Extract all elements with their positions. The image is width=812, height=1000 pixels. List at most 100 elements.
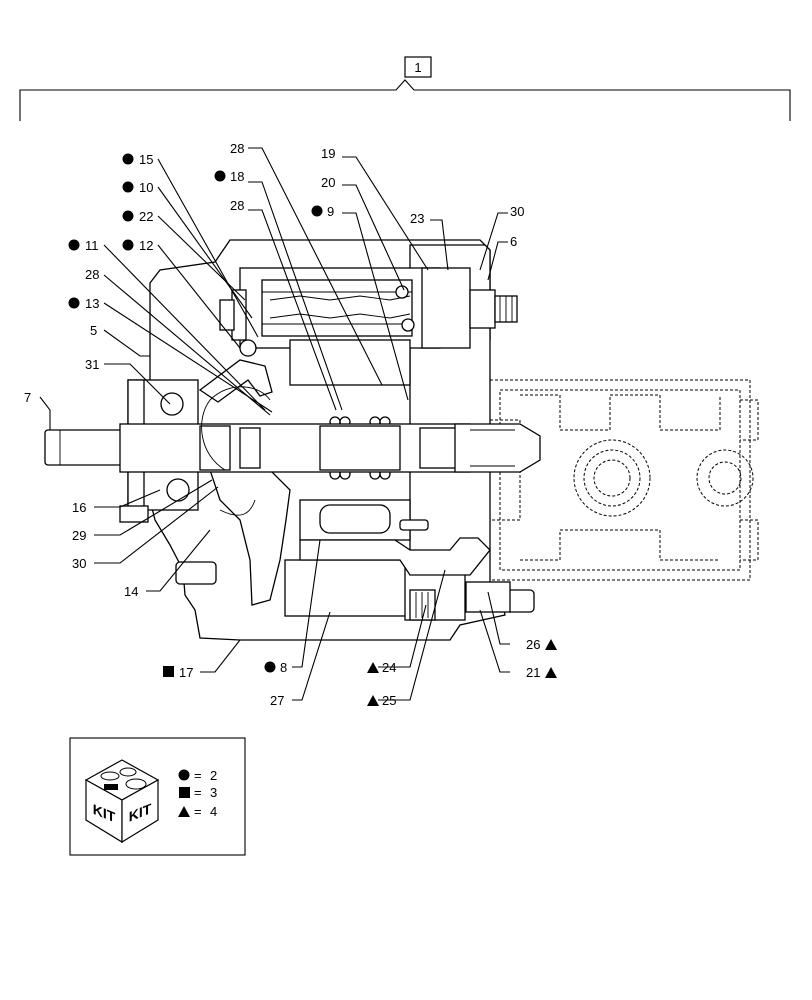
callout-12: 12 xyxy=(122,238,153,253)
square-marker-icon xyxy=(163,666,174,677)
callout-13: 13 xyxy=(68,296,99,311)
callout-text: 24 xyxy=(382,660,396,675)
callout-25: 25 xyxy=(367,693,396,708)
kit-legend-row-triangle: = 4 xyxy=(178,804,217,819)
callout-text: 29 xyxy=(72,528,86,543)
triangle-marker-icon xyxy=(367,695,379,706)
callout-27: 27 xyxy=(270,693,284,708)
callout-text: 20 xyxy=(321,175,335,190)
triangle-marker-icon xyxy=(178,806,190,817)
callout-19: 19 xyxy=(321,146,335,161)
triangle-marker-icon xyxy=(545,667,557,678)
callout-18: 18 xyxy=(214,169,244,184)
callout-text: 15 xyxy=(139,152,153,167)
legend-value: 2 xyxy=(210,768,217,783)
callout-text: 26 xyxy=(526,637,540,652)
leader-lines xyxy=(39,147,510,701)
callout-30-right: 30 xyxy=(510,204,524,219)
callout-text: 31 xyxy=(85,357,99,372)
callout-text: 11 xyxy=(85,238,99,253)
callout-21: 21 xyxy=(526,665,557,680)
callout-30-left: 30 xyxy=(72,556,86,571)
pump-drawing xyxy=(44,239,759,641)
callout-9: 9 xyxy=(311,204,334,219)
callout-text: 10 xyxy=(139,180,153,195)
legend-equals: = xyxy=(194,785,202,800)
callout-text: 27 xyxy=(270,693,284,708)
circle-marker-icon xyxy=(68,239,80,251)
callout-text: 22 xyxy=(139,209,153,224)
callout-26: 26 xyxy=(526,637,557,652)
legend-value: 4 xyxy=(210,804,217,819)
o-ring xyxy=(201,386,271,471)
callout-text: 28 xyxy=(230,141,244,156)
callout-text: 9 xyxy=(327,204,334,219)
callout-22: 22 xyxy=(122,209,153,224)
triangle-marker-icon xyxy=(367,662,379,673)
assembly-bracket: 1 xyxy=(19,56,791,121)
charge-pump xyxy=(175,537,535,621)
mounted-pump-outline xyxy=(450,379,759,581)
circle-marker-icon xyxy=(178,769,190,781)
circle-marker-icon xyxy=(122,153,134,165)
callout-text: 25 xyxy=(382,693,396,708)
callout-29: 29 xyxy=(72,528,86,543)
callout-text: 23 xyxy=(410,211,424,226)
triangle-marker-icon xyxy=(545,639,557,650)
circle-marker-icon xyxy=(122,181,134,193)
circle-marker-icon xyxy=(122,239,134,251)
callout-20: 20 xyxy=(321,175,335,190)
callout-text: 28 xyxy=(85,267,99,282)
square-marker-icon xyxy=(179,787,190,798)
callout-text: 19 xyxy=(321,146,335,161)
callout-15: 15 xyxy=(122,152,153,167)
legend-value: 3 xyxy=(210,785,217,800)
callout-23: 23 xyxy=(410,211,424,226)
callout-text: 28 xyxy=(230,198,244,213)
kit-legend-row-circle: = 2 xyxy=(178,768,217,783)
callout-31: 31 xyxy=(85,357,99,372)
callout-28-mid: 28 xyxy=(230,198,244,213)
callout-text: 13 xyxy=(85,296,99,311)
callout-16: 16 xyxy=(72,500,86,515)
callout-text: 5 xyxy=(90,323,97,338)
kit-legend: KIT KIT = 2 = 3 = 4 xyxy=(69,737,246,856)
cylinder-block xyxy=(289,339,429,541)
callout-text: 30 xyxy=(510,204,524,219)
callout-11: 11 xyxy=(68,238,99,253)
callout-17: 17 xyxy=(163,665,193,680)
callout-text: 18 xyxy=(230,169,244,184)
legend-equals: = xyxy=(194,768,202,783)
callout-5: 5 xyxy=(90,323,97,338)
callout-text: 12 xyxy=(139,238,153,253)
callout-8: 8 xyxy=(264,660,287,675)
callout-labels: 15 10 22 11 12 28 13 5 31 xyxy=(24,141,557,708)
callout-28-top: 28 xyxy=(230,141,244,156)
callout-7: 7 xyxy=(24,390,31,405)
callout-28-left: 28 xyxy=(85,267,99,282)
callout-text: 21 xyxy=(526,665,540,680)
legend-equals: = xyxy=(194,804,202,819)
circle-marker-icon xyxy=(68,297,80,309)
assembly-label-box xyxy=(404,56,432,78)
callout-text: 7 xyxy=(24,390,31,405)
callout-14: 14 xyxy=(124,584,138,599)
callout-text: 6 xyxy=(510,234,517,249)
circle-marker-icon xyxy=(264,661,276,673)
callout-text: 8 xyxy=(280,660,287,675)
callout-text: 14 xyxy=(124,584,138,599)
circle-marker-icon xyxy=(122,210,134,222)
kit-box-icon: KIT KIT xyxy=(84,759,160,844)
circle-marker-icon xyxy=(214,170,226,182)
callout-24: 24 xyxy=(367,660,396,675)
drive-shaft xyxy=(44,423,541,473)
callout-text: 17 xyxy=(179,665,193,680)
kit-legend-row-square: = 3 xyxy=(179,785,217,800)
circle-marker-icon xyxy=(311,205,323,217)
assembly-label: 1 xyxy=(414,60,421,75)
callout-10: 10 xyxy=(122,180,153,195)
callout-6: 6 xyxy=(510,234,517,249)
callout-text: 16 xyxy=(72,500,86,515)
